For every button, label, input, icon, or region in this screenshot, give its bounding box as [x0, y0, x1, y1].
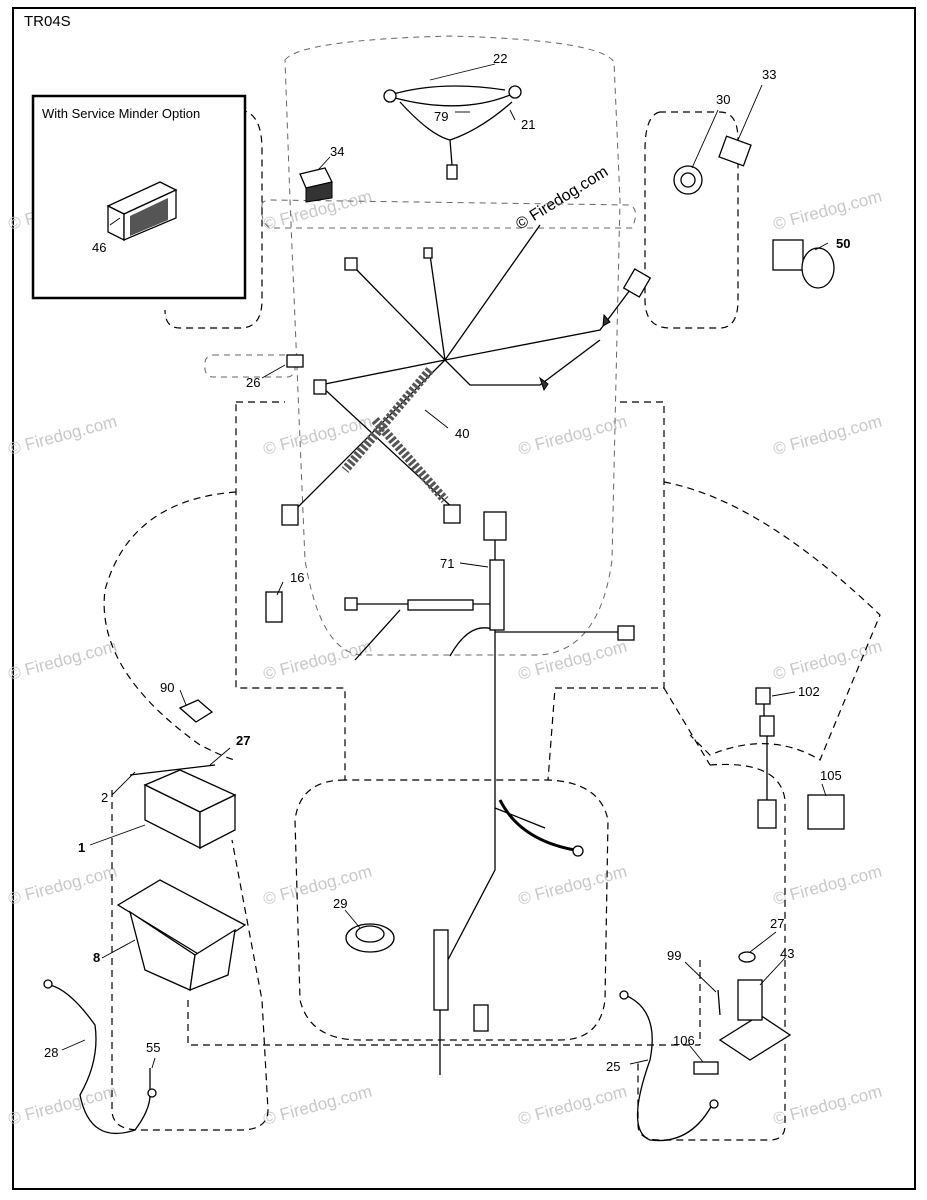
callout-16: 16 — [290, 570, 304, 585]
watermark: © Firedog.com — [6, 1082, 119, 1129]
callout-34: 34 — [330, 144, 344, 159]
leader-lines — [61, 63, 829, 1069]
switch-34 — [299, 167, 333, 203]
headlight-bulb-right — [508, 85, 522, 99]
relay-102 — [755, 687, 777, 829]
headlight-bulb-left — [383, 89, 397, 103]
frame-outline — [235, 401, 665, 781]
callout-106: 106 — [673, 1033, 695, 1048]
bolt-99 — [717, 989, 721, 1016]
harness-loom — [371, 417, 449, 503]
left-fender-outline — [103, 491, 237, 761]
callout-8: 8 — [93, 950, 100, 965]
callout-30: 30 — [716, 92, 730, 107]
watermark: © Firedog.com — [6, 862, 119, 909]
watermark: © Firedog.com — [771, 1082, 884, 1129]
watermark: © Firedog.com — [6, 412, 119, 459]
headlight-harness — [383, 85, 522, 180]
callout-1: 1 — [78, 840, 85, 855]
hood-outline — [284, 35, 621, 656]
callout-79: 79 — [434, 109, 448, 124]
service-minder-inset: With Service Minder Option — [31, 94, 247, 300]
watermark: © Firedog.com — [6, 637, 119, 684]
watermark: © Firedog.com — [771, 862, 884, 909]
callout-102: 102 — [798, 684, 820, 699]
callout-50: 50 — [836, 236, 850, 251]
callout-71: 71 — [440, 556, 454, 571]
watermark: © Firedog.com — [516, 1082, 629, 1129]
fuse-holder — [286, 354, 304, 368]
switch-16 — [265, 591, 283, 623]
solenoid-43 — [718, 951, 792, 1061]
ignition-key — [718, 135, 752, 167]
headlight-connector — [446, 164, 458, 180]
battery-tray — [116, 879, 247, 992]
watermark: © Firedog.com — [771, 637, 884, 684]
callout-105: 105 — [820, 768, 842, 783]
callout-55: 55 — [146, 1040, 160, 1055]
watermark: © Firedog.com — [513, 163, 611, 233]
left-front-wheel-outline — [164, 109, 263, 329]
watermark: © Firedog.com — [516, 412, 629, 459]
hood-crossbar-outline — [261, 199, 636, 229]
ignition-switch — [673, 135, 752, 195]
callout-46: 46 — [92, 240, 106, 255]
watermark: © Firedog.com — [516, 862, 629, 909]
callout-40: 40 — [455, 426, 469, 441]
callout-33: 33 — [762, 67, 776, 82]
rear-frame-outline — [187, 687, 711, 1046]
part-105 — [807, 794, 845, 830]
callout-22: 22 — [493, 51, 507, 66]
watermark: © Firedog.com — [516, 637, 629, 684]
main-wire-harness — [281, 224, 652, 526]
callout-2: 2 — [101, 790, 108, 805]
ground-cable — [49, 984, 151, 1135]
callout-25: 25 — [606, 1059, 620, 1074]
callout-90: 90 — [160, 680, 174, 695]
deck-outline — [294, 779, 609, 1041]
callout-29: 29 — [333, 896, 347, 911]
drawing-code: TR04S — [24, 13, 71, 30]
callout-26: 26 — [246, 375, 260, 390]
page-border — [12, 7, 916, 1190]
watermark: © Firedog.com — [771, 412, 884, 459]
callout-43: 43 — [780, 946, 794, 961]
inset-title: With Service Minder Option — [42, 106, 200, 121]
bracket-outline — [204, 354, 296, 378]
rear-wire-harness — [344, 511, 635, 1075]
part-106 — [693, 1061, 719, 1075]
right-front-wheel-outline — [644, 111, 739, 329]
harness-loom — [341, 367, 434, 473]
battery — [143, 769, 237, 850]
callout-labels: 22 79 21 34 30 33 50 46 26 40 16 71 90 2… — [44, 51, 850, 1074]
callout-21: 21 — [521, 117, 535, 132]
callout-27-solenoid: 27 — [770, 916, 784, 931]
callout-28: 28 — [44, 1045, 58, 1060]
positive-cable — [624, 994, 713, 1142]
watermark: © Firedog.com — [261, 862, 374, 909]
battery-bolt — [129, 764, 216, 776]
watermark: © Firedog.com — [261, 1082, 374, 1129]
service-minder-display — [106, 181, 178, 242]
pto-switch — [772, 239, 835, 289]
watermark: © Firedog.com — [771, 187, 884, 234]
left-rear-wheel-outline — [111, 790, 269, 1131]
part-90 — [178, 699, 214, 723]
callout-99: 99 — [667, 948, 681, 963]
callout-27-battery: 27 — [236, 733, 250, 748]
watermark: © Firedog.com — [261, 637, 374, 684]
